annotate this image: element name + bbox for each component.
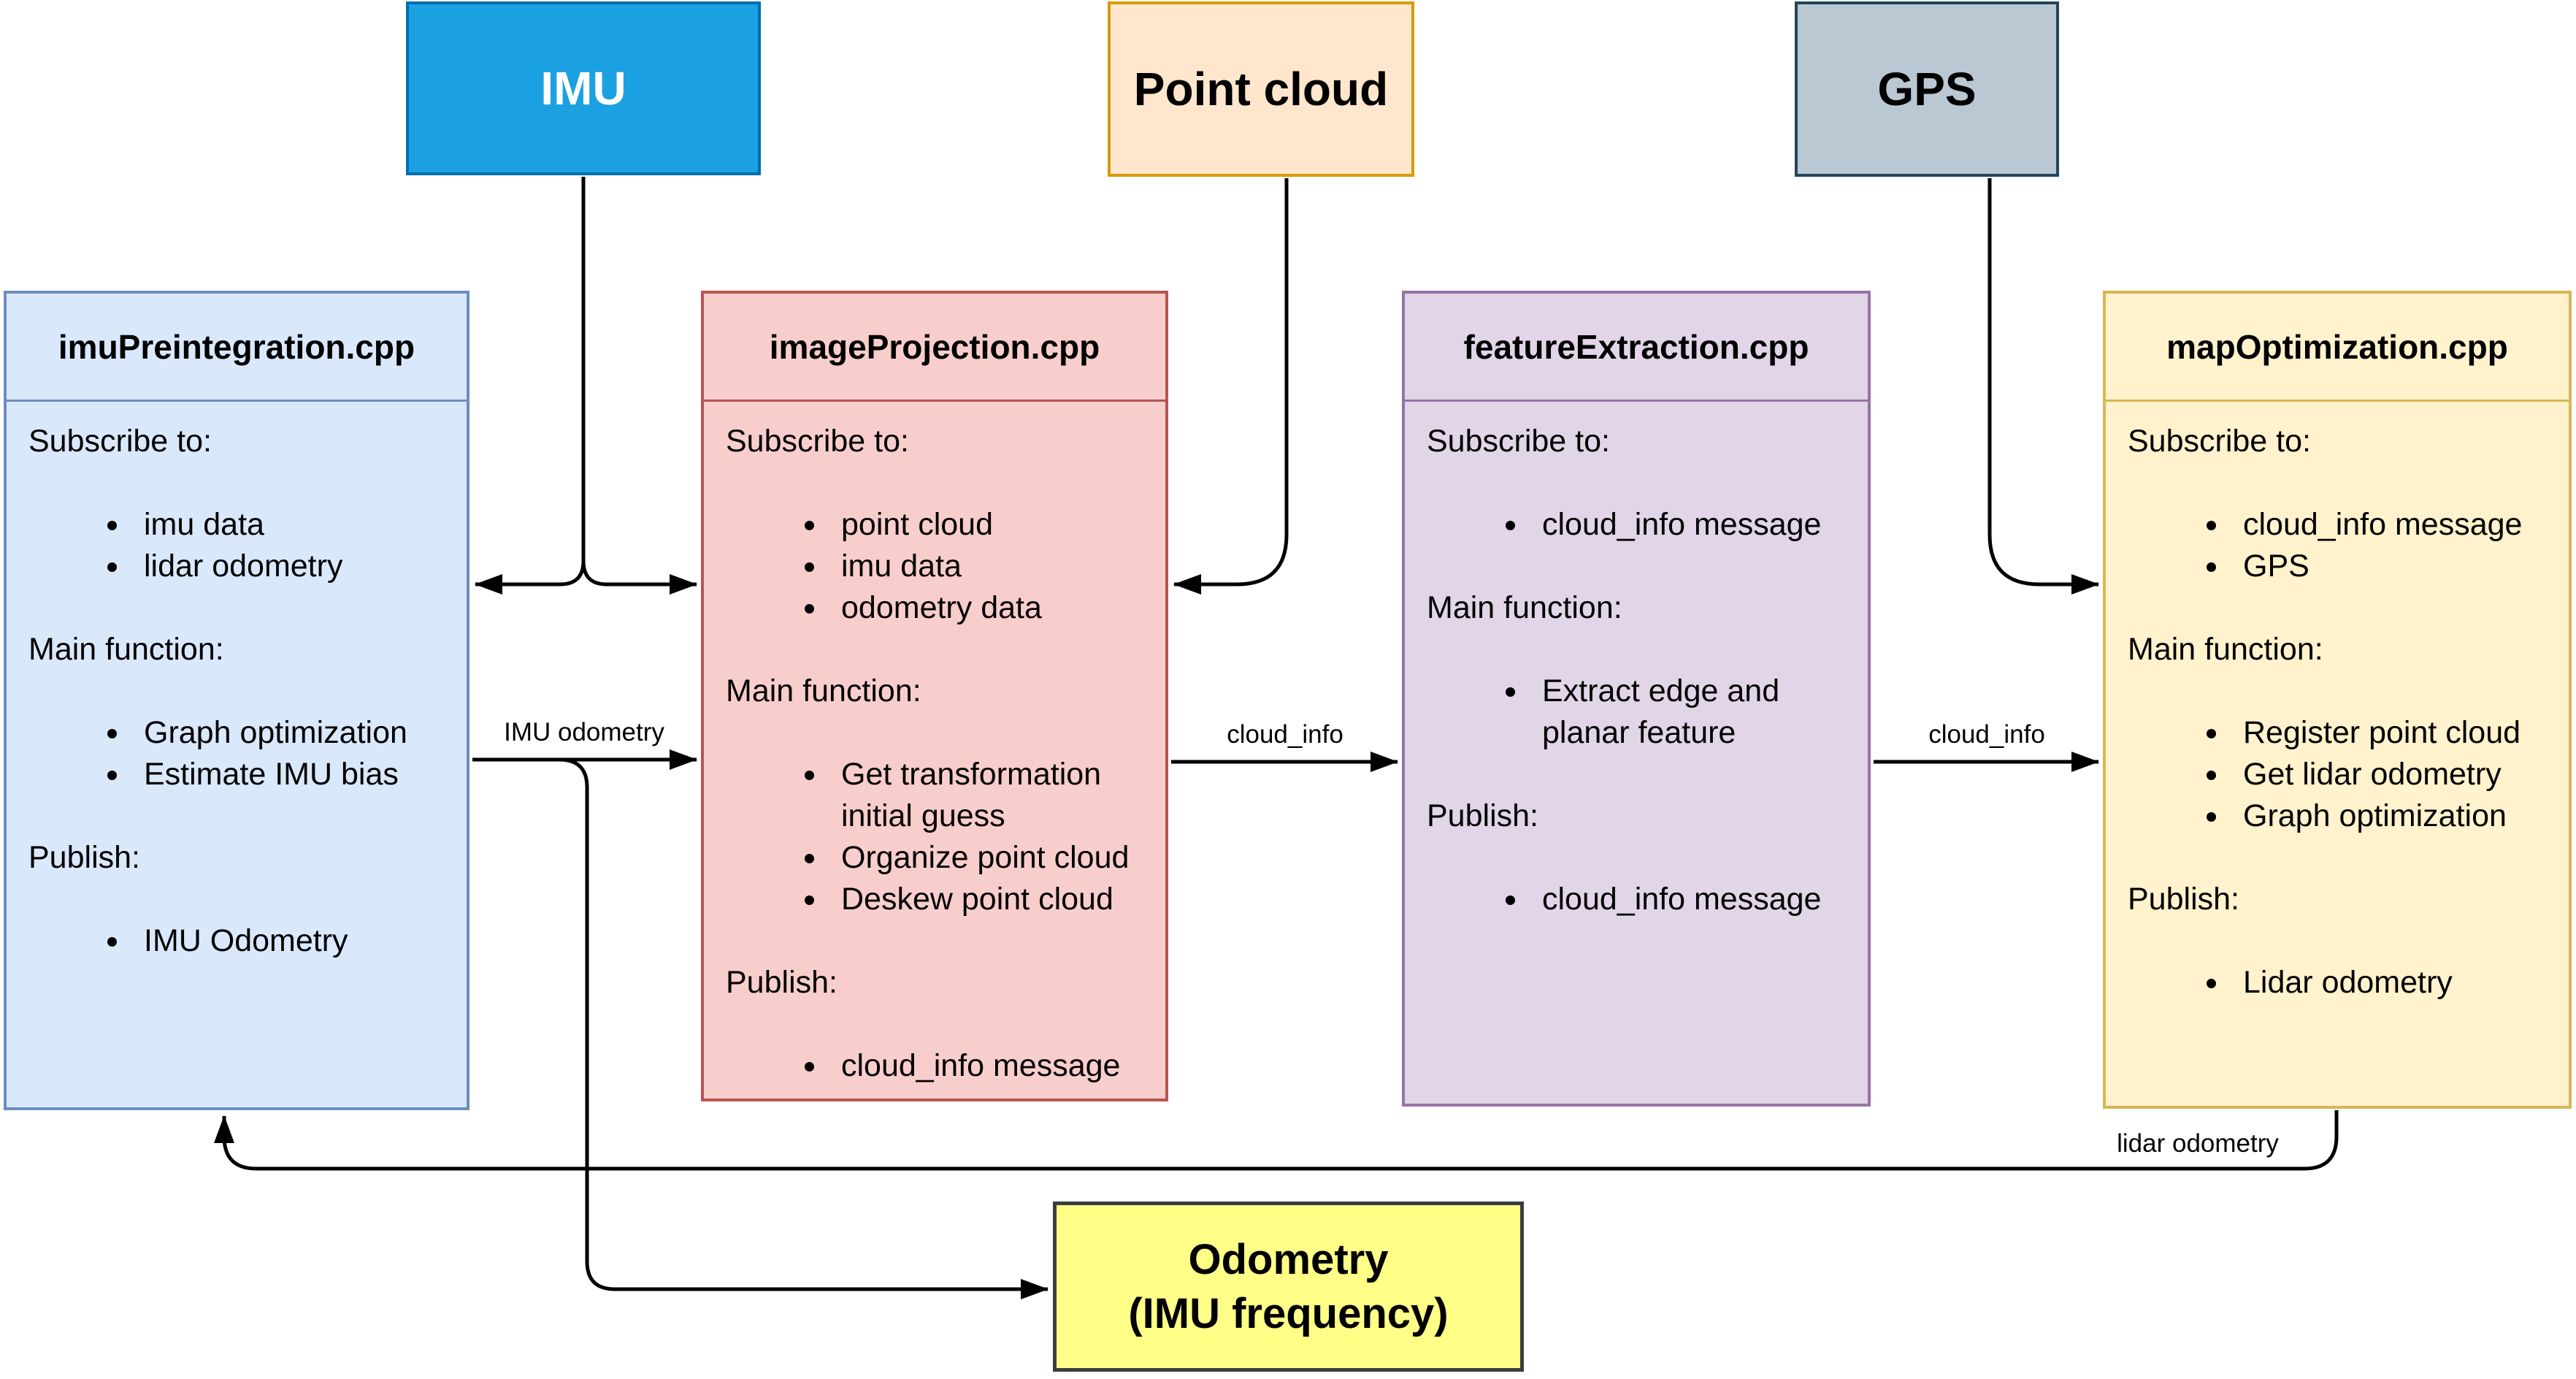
source-label-point-cloud: Point cloud — [1133, 63, 1389, 115]
list-item: Extract edge and planar feature — [1529, 671, 1847, 754]
module-title: mapOptimization.cpp — [2106, 294, 2569, 402]
section-list: Graph optimizationEstimate IMU bias — [28, 712, 446, 795]
source-label-gps: GPS — [1877, 63, 1977, 115]
module-imupreintegration: imuPreintegration.cpp Subscribe to: imu d… — [4, 291, 469, 1110]
list-item: odometry data — [828, 587, 1145, 629]
list-item: cloud_info message — [1529, 879, 1847, 920]
list-item: Deskew point cloud — [828, 879, 1145, 920]
section-list: cloud_info message — [726, 1045, 1145, 1087]
module-featureextraction: featureExtraction.cpp Subscribe to: cloud… — [1402, 291, 1871, 1107]
section-list: Lidar odometry — [2128, 962, 2548, 1004]
list-item: Organize point cloud — [828, 837, 1145, 879]
module-title: imageProjection.cpp — [704, 294, 1165, 402]
list-item: lidar odometry — [131, 546, 446, 587]
arrow-gps-to-mapoptimization — [1987, 178, 2099, 595]
output-label-line2: (IMU frequency) — [1128, 1289, 1449, 1337]
section-heading: Publish: — [28, 840, 140, 875]
source-box-point-cloud: Point cloud — [1108, 1, 1414, 177]
section-list: Get transformation initial guessOrganize… — [726, 754, 1145, 920]
section-heading: Subscribe to: — [28, 424, 212, 459]
section-heading: Main function: — [726, 673, 921, 708]
edge-label-imu-odometry: IMU odometry — [504, 718, 664, 746]
section-heading: Publish: — [726, 965, 837, 1000]
list-item: imu data — [131, 504, 446, 546]
section-heading: Main function: — [2128, 632, 2323, 667]
list-item: point cloud — [828, 504, 1145, 546]
section-list: imu datalidar odometry — [28, 504, 446, 587]
arrow-lidar-odometry-feedback — [214, 1110, 2339, 1171]
arrow-pointcloud-to-imageprojection — [1173, 178, 1289, 595]
edge-label-cloud-info-left: cloud_info — [1227, 720, 1343, 749]
edge-label-cloud-info-right: cloud_info — [1928, 720, 2045, 749]
list-item: Register point cloud — [2230, 712, 2548, 754]
list-item: Get lidar odometry — [2230, 754, 2548, 795]
section-list: Register point cloudGet lidar odometryGr… — [2128, 712, 2548, 837]
module-body: Subscribe to: cloud_info messageGPS Main f… — [2106, 402, 2569, 1004]
module-body: Subscribe to: imu datalidar odometryMain … — [7, 402, 467, 962]
arrow-imu-to-imageprojection — [581, 560, 697, 595]
section-heading: Main function: — [1427, 590, 1622, 625]
section-heading: Publish: — [1427, 798, 1538, 833]
output-box-odometry: Odometry (IMU frequency) — [1053, 1202, 1524, 1372]
list-item: cloud_info message — [1529, 504, 1847, 546]
edge-label-lidar-odometry: lidar odometry — [2117, 1129, 2279, 1158]
source-box-gps: GPS — [1795, 1, 2059, 177]
list-item: cloud_info message — [2230, 504, 2548, 546]
list-item: Graph optimization — [2230, 795, 2548, 837]
section-heading: Subscribe to: — [726, 424, 909, 459]
list-item: IMU Odometry — [131, 920, 446, 962]
section-list: IMU Odometry — [28, 920, 446, 962]
list-item: cloud_info message — [828, 1045, 1145, 1087]
section-list: point cloudimu dataodometry data — [726, 504, 1145, 629]
list-item: Lidar odometry — [2230, 962, 2548, 1004]
section-list: cloud_info message — [1427, 879, 1847, 920]
section-heading: Subscribe to: — [1427, 424, 1610, 459]
section-list: Extract edge and planar feature — [1427, 671, 1847, 754]
list-item: GPS — [2230, 546, 2548, 587]
section-heading: Subscribe to: — [2128, 424, 2311, 459]
source-box-imu: IMU — [406, 1, 761, 175]
output-label-line1: Odometry — [1188, 1235, 1389, 1283]
module-title: imuPreintegration.cpp — [7, 294, 467, 402]
module-imageprojection: imageProjection.cpp Subscribe to: point c… — [701, 291, 1168, 1101]
list-item: imu data — [828, 546, 1145, 587]
list-item: Graph optimization — [131, 712, 446, 754]
list-item: Estimate IMU bias — [131, 754, 446, 795]
arrow-imu-to-imupreintegration — [475, 560, 586, 595]
section-list: cloud_info messageGPS — [2128, 504, 2548, 587]
section-list: cloud_info message — [1427, 504, 1847, 546]
module-body: Subscribe to: point cloudimu dataodometry… — [704, 402, 1165, 1087]
list-item: Get transformation initial guess — [828, 754, 1145, 837]
source-label-imu: IMU — [540, 62, 626, 115]
section-heading: Main function: — [28, 632, 224, 667]
section-heading: Publish: — [2128, 882, 2239, 917]
module-title: featureExtraction.cpp — [1405, 294, 1868, 402]
module-mapoptimization: mapOptimization.cpp Subscribe to: cloud_i… — [2103, 291, 2572, 1109]
